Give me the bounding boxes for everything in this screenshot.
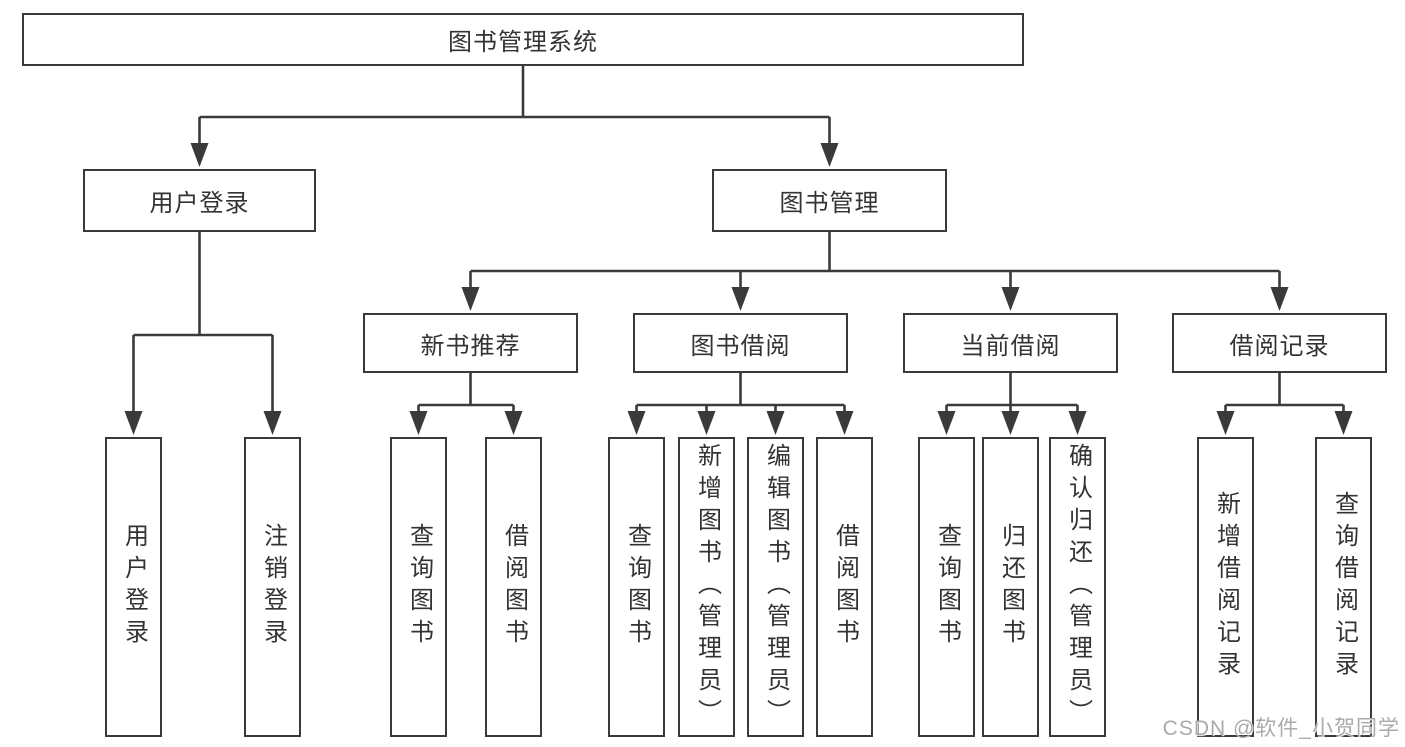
leaf-return-book: 归还图书 bbox=[982, 437, 1039, 737]
leaf-add-borrow-record-label: 新增借阅记录 bbox=[1212, 491, 1240, 683]
leaf-borrow-books-recommend-label: 借阅图书 bbox=[500, 523, 528, 651]
leaf-edit-book-admin: 编辑图书（管理员） bbox=[747, 437, 804, 737]
node-book-borrowing: 图书借阅 bbox=[633, 313, 848, 373]
leaf-edit-book-admin-label: 编辑图书（管理员） bbox=[762, 443, 790, 731]
leaf-user-login: 用户登录 bbox=[105, 437, 162, 737]
node-new-book-recommend-label: 新书推荐 bbox=[420, 332, 521, 360]
arrowheads bbox=[124, 143, 1353, 435]
leaf-return-book-label: 归还图书 bbox=[997, 523, 1025, 651]
leaf-query-borrow-record: 查询借阅记录 bbox=[1315, 437, 1372, 737]
node-borrowing-records-label: 借阅记录 bbox=[1229, 332, 1330, 360]
node-book-management: 图书管理 bbox=[712, 169, 947, 232]
node-user-login-label: 用户登录 bbox=[149, 190, 250, 217]
node-current-borrowing-label: 当前借阅 bbox=[960, 332, 1061, 360]
node-library-system-label: 图书管理系统 bbox=[448, 29, 598, 56]
node-new-book-recommend: 新书推荐 bbox=[363, 313, 578, 373]
leaf-query-books-recommend: 查询图书 bbox=[390, 437, 447, 737]
node-borrowing-records: 借阅记录 bbox=[1172, 313, 1387, 373]
leaf-borrow-books-recommend: 借阅图书 bbox=[485, 437, 542, 737]
watermark: CSDN @软件_小贺同学 bbox=[1162, 717, 1400, 740]
leaf-add-borrow-record: 新增借阅记录 bbox=[1197, 437, 1254, 737]
leaf-query-books-borrowing-label: 查询图书 bbox=[623, 523, 651, 651]
node-current-borrowing: 当前借阅 bbox=[903, 313, 1118, 373]
leaf-add-book-admin: 新增图书（管理员） bbox=[678, 437, 735, 737]
leaf-user-login-label: 用户登录 bbox=[120, 523, 148, 651]
leaf-query-books-current-label: 查询图书 bbox=[933, 523, 961, 651]
leaf-borrow-books-borrowing: 借阅图书 bbox=[816, 437, 873, 737]
leaf-query-books-current: 查询图书 bbox=[918, 437, 975, 737]
node-user-login: 用户登录 bbox=[83, 169, 316, 232]
leaf-confirm-return-admin: 确认归还（管理员） bbox=[1049, 437, 1106, 737]
leaf-add-book-admin-label: 新增图书（管理员） bbox=[693, 443, 721, 731]
leaf-query-borrow-record-label: 查询借阅记录 bbox=[1330, 491, 1358, 683]
node-library-system: 图书管理系统 bbox=[22, 13, 1024, 66]
leaf-logout: 注销登录 bbox=[244, 437, 301, 737]
node-book-management-label: 图书管理 bbox=[779, 190, 880, 217]
leaf-confirm-return-admin-label: 确认归还（管理员） bbox=[1064, 443, 1092, 731]
node-book-borrowing-label: 图书借阅 bbox=[690, 332, 791, 360]
leaf-borrow-books-borrowing-label: 借阅图书 bbox=[831, 523, 859, 651]
leaf-query-books-borrowing: 查询图书 bbox=[608, 437, 665, 737]
leaf-logout-label: 注销登录 bbox=[259, 523, 287, 651]
leaf-query-books-recommend-label: 查询图书 bbox=[405, 523, 433, 651]
